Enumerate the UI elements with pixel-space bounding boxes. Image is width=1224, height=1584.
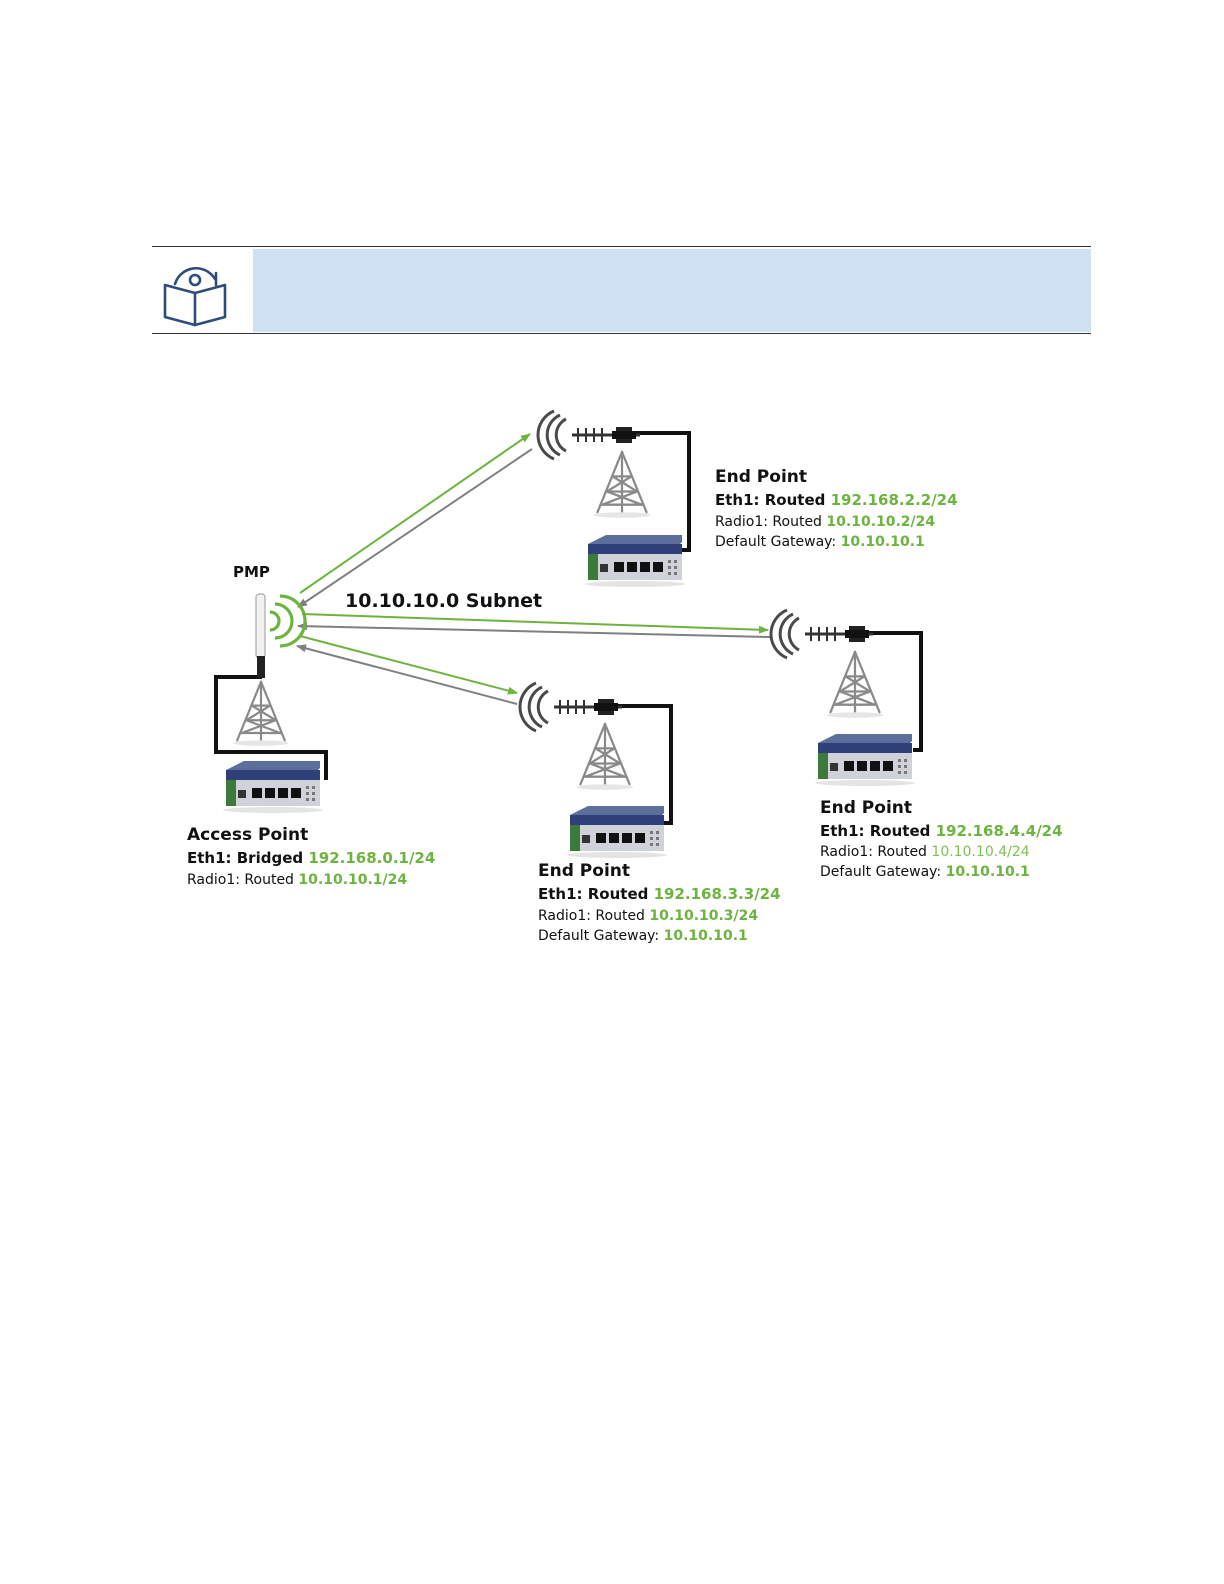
- tower-icon: [575, 722, 635, 792]
- link-green-to-top: [299, 433, 531, 594]
- note-text-area: [253, 249, 1091, 332]
- note-box: [152, 246, 1091, 334]
- router-icon: [567, 806, 667, 858]
- gateway-label: Default Gateway:: [820, 864, 942, 880]
- eth-label: Eth1: Routed: [820, 822, 931, 840]
- radio-ip-value: 10.10.10.3/24: [649, 908, 759, 924]
- directional-antenna-icon: [518, 681, 624, 733]
- end-point-top-node: [536, 409, 685, 587]
- eth-label: Eth1: Routed: [715, 491, 826, 509]
- radio-label: Radio1: Routed: [820, 844, 927, 860]
- eth-ip-value: 192.168.3.3/24: [653, 885, 781, 903]
- router-icon: [815, 734, 915, 786]
- subnet-label: 10.10.10.0 Subnet: [345, 590, 543, 612]
- ethernet-cables: [214, 431, 923, 825]
- radio-ip-value: 10.10.10.2/24: [826, 514, 936, 530]
- radio-label: Radio1: Routed: [187, 872, 294, 888]
- access-point-radio: Radio1: Routed 10.10.10.1/24: [187, 873, 407, 887]
- directional-antenna-icon: [769, 608, 875, 660]
- end-point-middle-title: End Point: [538, 861, 630, 881]
- eth-ip-value: 192.168.0.1/24: [308, 849, 436, 867]
- end-point-top-gateway: Default Gateway: 10.10.10.1: [715, 535, 925, 549]
- eth-ip-value: 192.168.4.4/24: [935, 822, 1063, 840]
- link-gray-from-right: [297, 622, 771, 638]
- eth-ip-value: 192.168.2.2/24: [830, 491, 958, 509]
- link-gray-from-top: [297, 448, 533, 608]
- end-point-middle-eth: Eth1: Routed 192.168.3.3/24: [538, 887, 781, 902]
- router-icon: [585, 535, 685, 587]
- gateway-label: Default Gateway:: [715, 534, 837, 550]
- radio-label: Radio1: Routed: [715, 514, 822, 530]
- gateway-ip-value: 10.10.10.1: [663, 928, 748, 944]
- end-point-middle-node: [518, 681, 667, 858]
- access-point-node: [223, 593, 323, 813]
- end-point-right-radio: Radio1: Routed 10.10.10.4/24: [820, 845, 1030, 859]
- router-icon: [223, 761, 323, 813]
- gateway-label: Default Gateway:: [538, 928, 660, 944]
- gateway-ip-value: 10.10.10.1: [945, 864, 1030, 880]
- eth-label: Eth1: Bridged: [187, 849, 304, 867]
- access-point-title: Access Point: [187, 825, 309, 845]
- end-point-middle-radio: Radio1: Routed 10.10.10.3/24: [538, 909, 758, 923]
- radio-links: [296, 433, 771, 705]
- book-info-icon: [163, 266, 227, 327]
- gateway-ip-value: 10.10.10.1: [840, 534, 925, 550]
- end-point-right-gateway: Default Gateway: 10.10.10.1: [820, 865, 1030, 879]
- radio-ip-value: 10.10.10.4/24: [931, 844, 1030, 860]
- tower-icon: [825, 650, 885, 720]
- end-point-right-eth: Eth1: Routed 192.168.4.4/24: [820, 824, 1063, 839]
- pmp-label: PMP: [233, 563, 270, 581]
- link-green-to-middle: [299, 635, 518, 695]
- end-point-top-title: End Point: [715, 467, 807, 487]
- directional-antenna-icon: [536, 409, 642, 461]
- note-icon-cell: [152, 247, 252, 331]
- end-point-middle-gateway: Default Gateway: 10.10.10.1: [538, 929, 748, 943]
- eth-label: Eth1: Routed: [538, 885, 649, 903]
- end-point-top-radio: Radio1: Routed 10.10.10.2/24: [715, 515, 935, 529]
- radio-ip-value: 10.10.10.1/24: [298, 872, 408, 888]
- end-point-right-title: End Point: [820, 798, 912, 818]
- end-point-right-node: [769, 608, 915, 786]
- link-gray-from-middle: [296, 644, 518, 705]
- access-point-eth: Eth1: Bridged 192.168.0.1/24: [187, 851, 435, 866]
- end-point-top-eth: Eth1: Routed 192.168.2.2/24: [715, 493, 958, 508]
- omni-antenna-icon: [255, 593, 307, 678]
- tower-icon: [592, 450, 652, 520]
- tower-icon: [232, 680, 290, 748]
- radio-label: Radio1: Routed: [538, 908, 645, 924]
- link-green-to-right: [301, 613, 769, 634]
